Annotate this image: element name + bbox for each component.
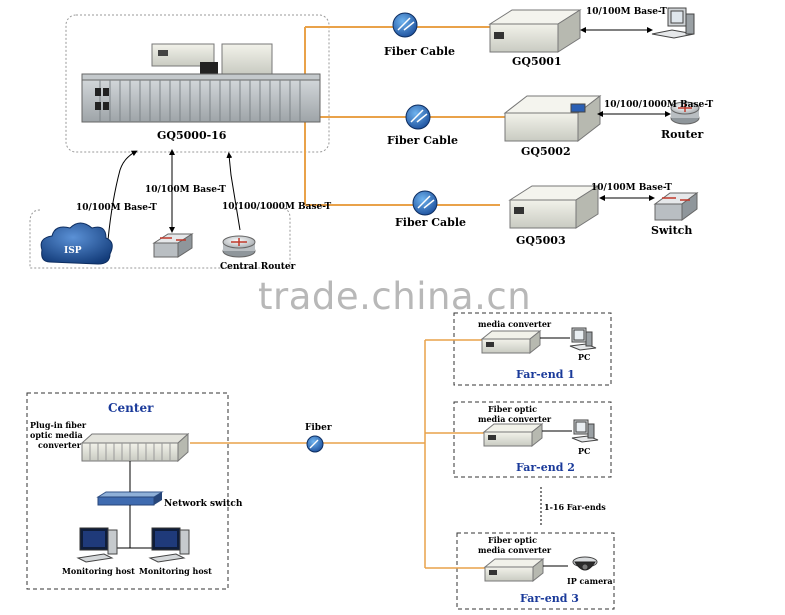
uplink-speed-label: 10/100/1000M Base-T [222, 202, 332, 212]
uplink-speed-label: 10/100M Base-T [145, 185, 226, 195]
far-end-converter-icon [480, 329, 542, 355]
converter-model-label: GQ5001 [512, 55, 562, 68]
center-title: Center [108, 401, 154, 415]
far-end-converter-icon [482, 422, 544, 448]
converter-model-label: GQ5002 [521, 145, 571, 158]
far-end-3-border [456, 532, 615, 610]
pc-label: PC [578, 352, 591, 362]
isp-label: ISP [64, 246, 82, 256]
chassis-label: GQ5000-16 [157, 129, 227, 142]
copper-links [580, 27, 671, 201]
center-group-border [26, 392, 229, 590]
fiber-cable-label: Fiber Cable [387, 134, 459, 147]
link-speed-label: 10/100M Base-T [591, 183, 672, 193]
central-router-label: Central Router [220, 262, 296, 272]
far-end-1-title: Far-end 1 [516, 368, 575, 381]
pc-icon [569, 327, 597, 351]
pc-label: PC [578, 446, 591, 456]
media-converter-gq5002 [503, 94, 602, 143]
switch-label: Switch [651, 224, 693, 237]
network-switch-icon [96, 491, 164, 506]
switch-icon [653, 192, 699, 221]
far-end-converter-label: Fiber optic media converter [478, 404, 552, 424]
network-switch-label: Network switch [164, 499, 243, 509]
central-router-icon [222, 235, 256, 258]
media-converter-gq5001 [488, 9, 582, 53]
monitoring-host-label: Monitoring host [62, 566, 135, 576]
fiber-cable-icon [392, 12, 418, 38]
fiber-cable-icon [412, 190, 438, 216]
uplink-lines [107, 149, 241, 241]
watermark: trade.china.cn [258, 275, 532, 318]
plug-in-chassis-icon [80, 432, 190, 463]
monitoring-host-icon [76, 527, 118, 563]
chassis-group-border [65, 14, 330, 153]
far-end-3-title: Far-end 3 [520, 592, 579, 605]
core-group-border [29, 207, 291, 269]
isp-cloud-icon [40, 222, 113, 265]
pc-icon [571, 419, 599, 443]
lan-switch-icon [152, 233, 194, 258]
far-end-links [540, 337, 572, 567]
link-speed-label: 10/100/1000M Base-T [604, 100, 714, 110]
router-label: Router [661, 128, 704, 141]
pc-icon [651, 7, 695, 39]
ip-camera-label: IP camera [567, 576, 613, 586]
fiber-cable-label: Fiber Cable [384, 45, 456, 58]
plug-in-converter-label: Plug-in fiber optic media converter [30, 420, 87, 450]
far-end-1-border [453, 312, 612, 386]
monitoring-host-icon [148, 527, 190, 563]
far-end-converter-icon [483, 557, 545, 583]
monitoring-host-label: Monitoring host [139, 566, 212, 576]
far-end-count-label: 1-16 Far-ends [544, 502, 606, 512]
ip-camera-icon [572, 556, 598, 571]
far-end-converter-label: media converter [478, 319, 552, 329]
far-end-2-title: Far-end 2 [516, 461, 575, 474]
fiber-cable-label: Fiber Cable [395, 216, 467, 229]
fiber-label: Fiber [305, 423, 332, 433]
far-end-2-border [453, 401, 612, 478]
fiber-cable-icon [405, 104, 431, 130]
media-converter-gq5003 [508, 185, 600, 229]
fiber-links [190, 339, 485, 569]
link-speed-label: 10/100M Base-T [586, 7, 667, 17]
chassis-device [81, 43, 321, 123]
far-end-converter-label: Fiber optic media converter [478, 535, 552, 555]
uplink-speed-label: 10/100M Base-T [76, 203, 157, 213]
fiber-icon [306, 435, 324, 453]
converter-model-label: GQ5003 [516, 234, 566, 247]
router-icon [670, 101, 700, 125]
